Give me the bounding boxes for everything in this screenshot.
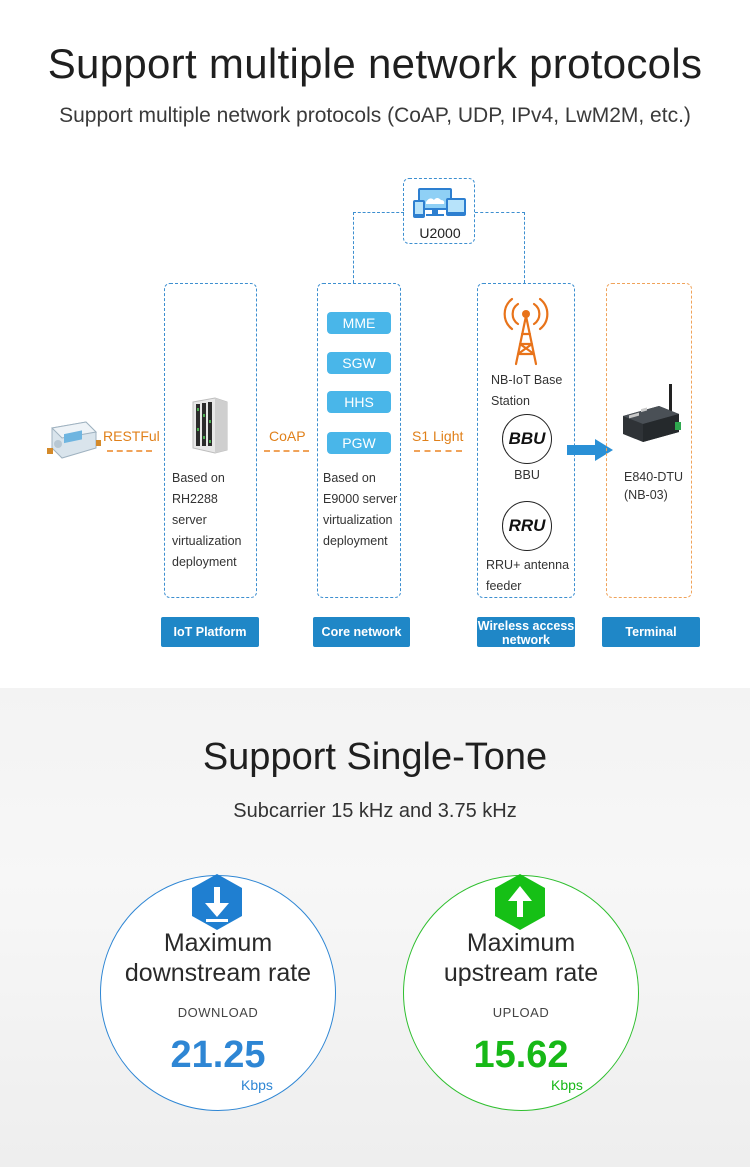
desc-line: RH2288 server	[172, 492, 218, 527]
desc-line: (NB-03)	[624, 488, 668, 502]
desc-line: feeder	[486, 579, 522, 593]
title-line: downstream rate	[124, 959, 312, 987]
connector-line	[353, 212, 404, 213]
core-network-desc: Based on E9000 server virtualization dep…	[323, 468, 397, 552]
wireless-access-box: NB-IoT Base Station BBU BBU RRU RRU+ ant…	[477, 283, 575, 598]
rru-label: RRU+ antenna feeder	[486, 555, 569, 597]
terminal-device-label: E840-DTU (NB-03)	[624, 468, 683, 504]
desc-line: E840-DTU	[624, 470, 684, 484]
desc-line: virtualization	[172, 534, 242, 548]
download-unit: Kbps	[241, 1077, 273, 1093]
connector-line	[475, 212, 525, 213]
connector-line	[353, 212, 354, 283]
computer-monitor-icon	[413, 188, 466, 218]
desc-line: Based on	[323, 471, 376, 485]
core-network-button[interactable]: Core network	[313, 617, 410, 647]
rru-circle: RRU	[502, 501, 552, 551]
protocols-section: Support multiple network protocols Suppo…	[47, 40, 703, 647]
arrow-up-icon	[495, 874, 545, 930]
water-meter-icon	[47, 421, 101, 459]
download-value: 21.25	[170, 1034, 266, 1076]
protocol-link-line	[264, 450, 309, 452]
terminal-button[interactable]: Terminal	[602, 617, 700, 647]
iot-platform-desc: Based on RH2288 server virtualization de…	[172, 468, 256, 573]
antenna-tower-icon	[503, 297, 549, 366]
iot-platform-button[interactable]: IoT Platform	[161, 617, 259, 647]
upload-rate-title: Maximum upstream rate	[404, 928, 638, 988]
arrow-right-icon	[567, 439, 613, 461]
desc-line: NB-IoT Base	[491, 373, 563, 387]
protocol-label-coap: CoAP	[269, 428, 306, 444]
connector-line	[524, 212, 525, 283]
bbu-label: BBU	[514, 468, 540, 482]
wireless-access-button[interactable]: Wireless access network	[477, 617, 575, 647]
desc-line: RRU+ antenna	[486, 558, 570, 572]
desc-line: Based on	[172, 471, 225, 485]
server-rack-icon	[192, 397, 228, 454]
button-line: Wireless access	[477, 619, 575, 633]
protocol-link-line	[414, 450, 462, 452]
protocol-label-s1light: S1 Light	[412, 428, 464, 444]
title-line: Maximum	[466, 929, 576, 957]
button-line: network	[502, 633, 550, 647]
title-line: Maximum	[163, 929, 273, 957]
protocol-link-line	[107, 450, 152, 452]
upload-caption: UPLOAD	[492, 1005, 550, 1020]
pill-sgw: SGW	[327, 352, 391, 374]
download-caption: DOWNLOAD	[177, 1005, 259, 1020]
desc-line: deployment	[323, 534, 388, 548]
pill-hhs: HHS	[327, 391, 391, 413]
bbu-circle: BBU	[502, 414, 552, 464]
protocol-label-restful: RESTFul	[103, 428, 160, 444]
title-line: upstream rate	[443, 959, 599, 987]
terminal-box: E840-DTU (NB-03)	[606, 283, 692, 598]
upload-value: 15.62	[473, 1034, 569, 1076]
single-tone-title: Support Single-Tone	[202, 736, 548, 778]
pill-pgw: PGW	[327, 432, 391, 454]
core-network-box: MME SGW HHS PGW Based on E9000 server vi…	[317, 283, 401, 598]
protocols-subtitle: Support multiple network protocols (CoAP…	[59, 104, 691, 127]
desc-line: virtualization	[323, 513, 393, 527]
dtu-device-icon	[623, 384, 681, 442]
pill-mme: MME	[327, 312, 391, 334]
upload-unit: Kbps	[551, 1077, 583, 1093]
u2000-node: U2000	[403, 178, 475, 244]
single-tone-section: Support Single-Tone Subcarrier 15 kHz an…	[0, 688, 750, 1167]
desc-line: deployment	[172, 555, 237, 569]
iot-platform-box: Based on RH2288 server virtualization de…	[164, 283, 257, 598]
desc-line: E9000 server	[323, 492, 398, 506]
protocols-title: Support multiple network protocols	[47, 40, 703, 87]
download-rate-title: Maximum downstream rate	[101, 928, 335, 988]
single-tone-subtitle: Subcarrier 15 kHz and 3.75 kHz	[233, 800, 517, 822]
desc-line: Station	[491, 394, 530, 408]
u2000-label: U2000	[419, 225, 461, 241]
base-station-label: NB-IoT Base Station	[491, 370, 562, 412]
arrow-down-icon	[192, 874, 242, 930]
